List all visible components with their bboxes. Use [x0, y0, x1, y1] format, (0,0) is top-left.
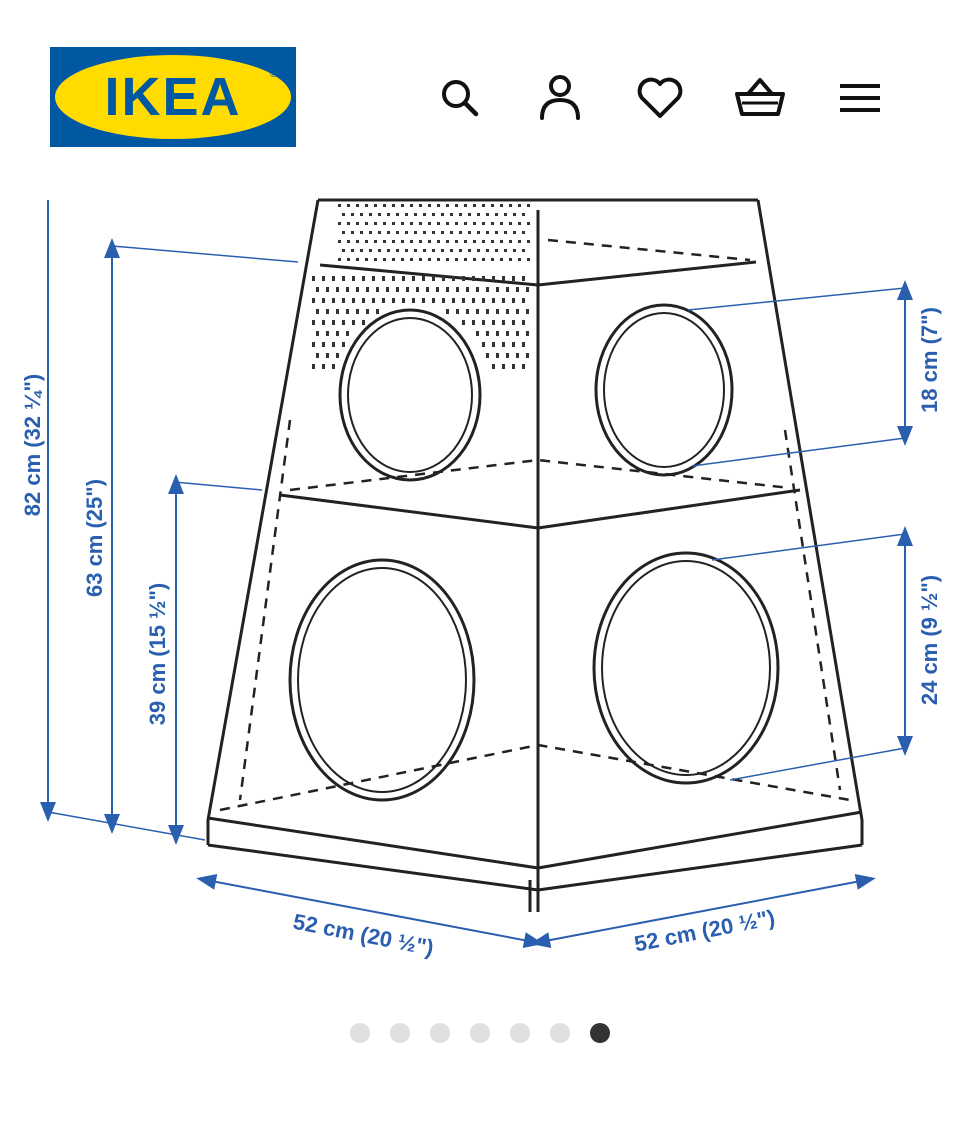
dimension-label-width-left: 52 cm (20 ½") [291, 909, 436, 961]
site-header: IKEA ® [0, 0, 960, 180]
search-button[interactable] [430, 68, 490, 128]
carousel-dot[interactable] [390, 1023, 410, 1043]
menu-button[interactable] [830, 68, 890, 128]
carousel-dot[interactable] [470, 1023, 490, 1043]
dimension-label-total-height: 82 cm (32 ¼") [20, 374, 45, 517]
cat-house-dimension-diagram: 82 cm (32 ¼") 63 cm (25") 39 cm (15 ½") … [20, 198, 942, 961]
product-image-carousel[interactable]: 82 cm (32 ¼") 63 cm (25") 39 cm (15 ½") … [0, 195, 960, 995]
product-line-drawing [206, 198, 864, 912]
basket-button[interactable] [730, 68, 790, 128]
shopping-basket-icon [735, 78, 785, 116]
logo-text: IKEA [104, 67, 241, 127]
dimension-label-width-right: 52 cm (20 ½") [632, 905, 777, 957]
wishlist-heart-icon [637, 77, 683, 118]
search-icon [442, 80, 479, 117]
registered-mark: ® [270, 69, 278, 80]
ikea-logo-graphic: IKEA ® [55, 55, 291, 139]
carousel-dot[interactable] [590, 1023, 610, 1043]
perforation-pattern [312, 204, 530, 369]
dimension-label-mid-shelf-height: 39 cm (15 ½") [145, 583, 170, 726]
wishlist-button[interactable] [630, 68, 690, 128]
account-button[interactable] [530, 68, 590, 128]
dimension-label-top-shelf-height: 63 cm (25") [82, 479, 107, 597]
carousel-dot[interactable] [350, 1023, 370, 1043]
carousel-pagination [0, 1020, 960, 1046]
menu-hamburger-icon [840, 84, 880, 112]
dimension-label-lower-hole: 24 cm (9 ½") [917, 575, 942, 705]
dimension-label-upper-hole: 18 cm (7") [917, 307, 942, 413]
ikea-logo[interactable]: IKEA ® [50, 47, 296, 147]
carousel-dot[interactable] [430, 1023, 450, 1043]
carousel-dot[interactable] [510, 1023, 530, 1043]
carousel-dot[interactable] [550, 1023, 570, 1043]
account-icon [540, 75, 580, 120]
dimension-lines [40, 200, 913, 949]
